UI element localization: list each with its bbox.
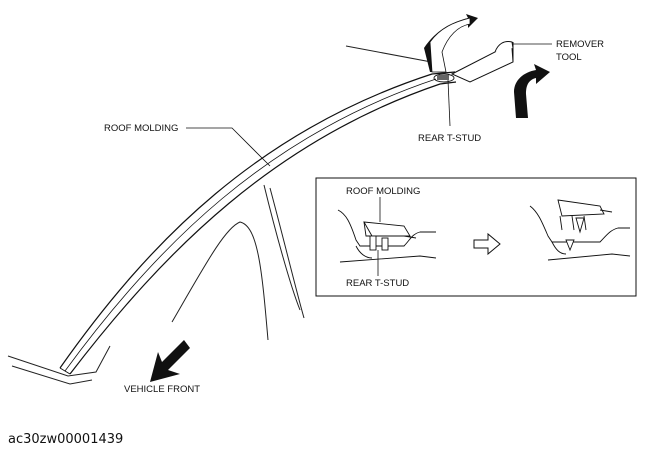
transition-arrow [473,232,501,256]
inset-label-rear-t-stud: REAR T-STUD [346,278,409,289]
roof-molding-strip [59,71,457,375]
detail-inset: ROOF MOLDING REAR T-STUD [315,177,637,297]
removal-arrow-lower [514,64,550,118]
vehicle-body-outline [7,45,443,385]
remover-tool [450,41,514,83]
label-roof-molding: ROOF MOLDING [104,123,178,134]
installed-clip-illustration [337,209,437,263]
removal-arrow-upper [424,14,478,73]
vehicle-front-arrow [150,340,190,382]
figure-code: ac30zw00001439 [8,432,124,447]
label-remover-tool-line2: TOOL [556,52,582,63]
label-vehicle-front: VEHICLE FRONT [124,384,200,395]
inset-label-roof-molding: ROOF MOLDING [346,186,420,197]
label-rear-t-stud: REAR T-STUD [418,133,481,144]
removed-clip-illustration [529,199,631,261]
label-remover-tool-line1: REMOVER [556,39,604,50]
leader-lines [186,43,552,167]
